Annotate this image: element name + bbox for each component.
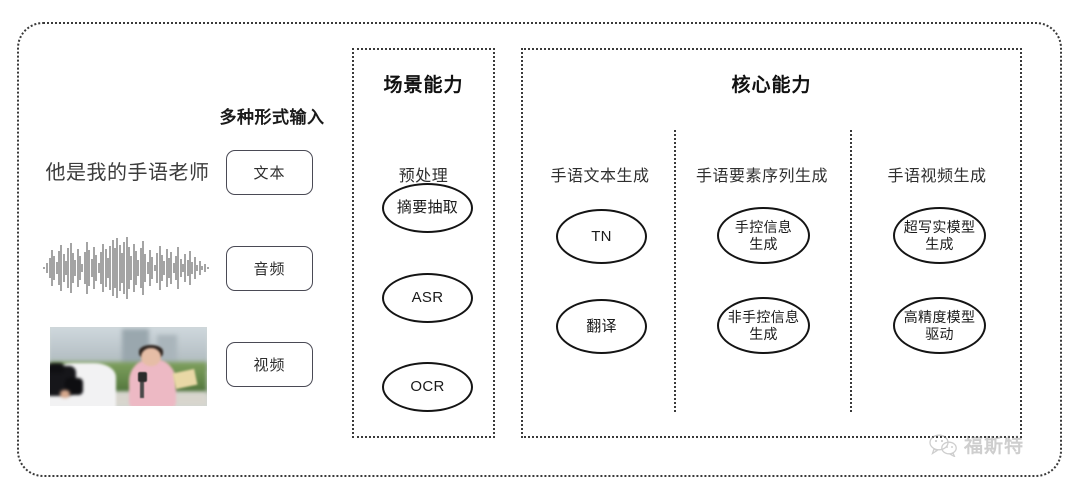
core-column-heading-sign-text-generation: 手语文本生成 [550, 168, 650, 185]
node-non-manual-feature-generation[interactable]: 非手控信息 生成 [717, 297, 810, 354]
video-thumbnail [50, 327, 207, 406]
node-translation[interactable]: 翻译 [556, 299, 647, 354]
node-tn[interactable]: TN [556, 209, 647, 264]
node-translation-label: 翻译 [586, 317, 617, 335]
core-column-divider-1 [674, 130, 676, 412]
node-summary-extraction[interactable]: 摘要抽取 [382, 183, 473, 233]
scene-panel-subtitle: 预处理 [398, 168, 449, 185]
core-column-divider-2 [850, 130, 852, 412]
node-line-1: 超写实模型 [903, 218, 976, 235]
core-capability-panel: 核心能力 手语文本生成 手语要素序列生成 手语视频生成 TN 翻译 手控信息 生… [521, 48, 1022, 438]
scene-panel-title: 场景能力 [383, 75, 464, 96]
audio-waveform-icon [43, 237, 209, 299]
node-line-1: 非手控信息 [727, 308, 800, 325]
watermark-text: 福斯特 [964, 436, 1025, 457]
input-chip-audio[interactable]: 音频 [226, 246, 313, 291]
node-photorealistic-model-generation-label: 超写实模型 生成 [904, 219, 976, 252]
node-high-precision-model-driving[interactable]: 高精度模型 驱动 [893, 297, 986, 354]
sample-text-line: 他是我的手语老师 [45, 162, 210, 184]
node-line-2: 生成 [925, 235, 954, 252]
scene-capability-panel: 场景能力 预处理 摘要抽取 ASR OCR [352, 48, 495, 438]
wechat-bubble-icon [929, 434, 957, 457]
core-panel-title: 核心能力 [731, 75, 812, 96]
node-high-precision-model-driving-label: 高精度模型 驱动 [904, 309, 976, 342]
node-tn-label: TN [591, 227, 612, 245]
node-line-1: 手控信息 [734, 218, 793, 235]
node-line-2: 驱动 [925, 325, 954, 342]
node-non-manual-feature-generation-label: 非手控信息 生成 [728, 309, 800, 342]
watermark: 福斯特 [928, 431, 1024, 458]
node-line-2: 生成 [749, 325, 778, 342]
input-section-heading: 多种形式输入 [219, 108, 325, 127]
node-manual-feature-generation[interactable]: 手控信息 生成 [717, 207, 810, 264]
input-chip-video[interactable]: 视频 [226, 342, 313, 387]
node-line-1: 高精度模型 [903, 308, 976, 325]
node-ocr[interactable]: OCR [382, 362, 473, 412]
core-column-heading-sign-element-sequence-generation: 手语要素序列生成 [695, 168, 828, 185]
node-photorealistic-model-generation[interactable]: 超写实模型 生成 [893, 207, 986, 264]
core-column-heading-sign-video-generation: 手语视频生成 [887, 168, 987, 185]
diagram-outer-frame [17, 22, 1062, 477]
input-chip-text[interactable]: 文本 [226, 150, 313, 195]
node-asr[interactable]: ASR [382, 273, 473, 323]
node-line-2: 生成 [749, 235, 778, 252]
node-manual-feature-generation-label: 手控信息 生成 [735, 219, 792, 252]
